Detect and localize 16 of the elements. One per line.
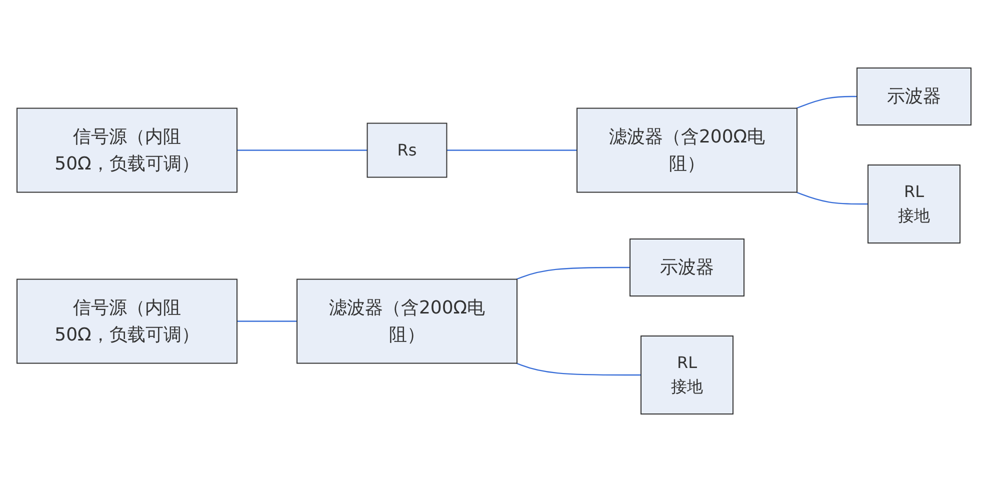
node-box: RL 接地 <box>640 336 734 414</box>
connector <box>796 96 857 109</box>
node-box: 示波器 <box>630 238 744 296</box>
connector <box>446 150 577 151</box>
node-box: 示波器 <box>856 68 972 126</box>
connector <box>237 150 368 151</box>
node-box: 信号源（内阻50Ω，负载可调） <box>16 108 238 193</box>
connector <box>516 266 630 280</box>
node-box: RL 接地 <box>868 164 960 244</box>
node-box: 滤波器（含200Ω电阻） <box>296 278 518 364</box>
node-box: 滤波器（含200Ω电阻） <box>576 108 798 193</box>
node-box: Rs <box>366 122 448 178</box>
connector <box>796 192 868 205</box>
connector <box>516 362 641 376</box>
connector <box>237 320 297 322</box>
node-box: 信号源（内阻50Ω，负载可调） <box>16 278 238 364</box>
